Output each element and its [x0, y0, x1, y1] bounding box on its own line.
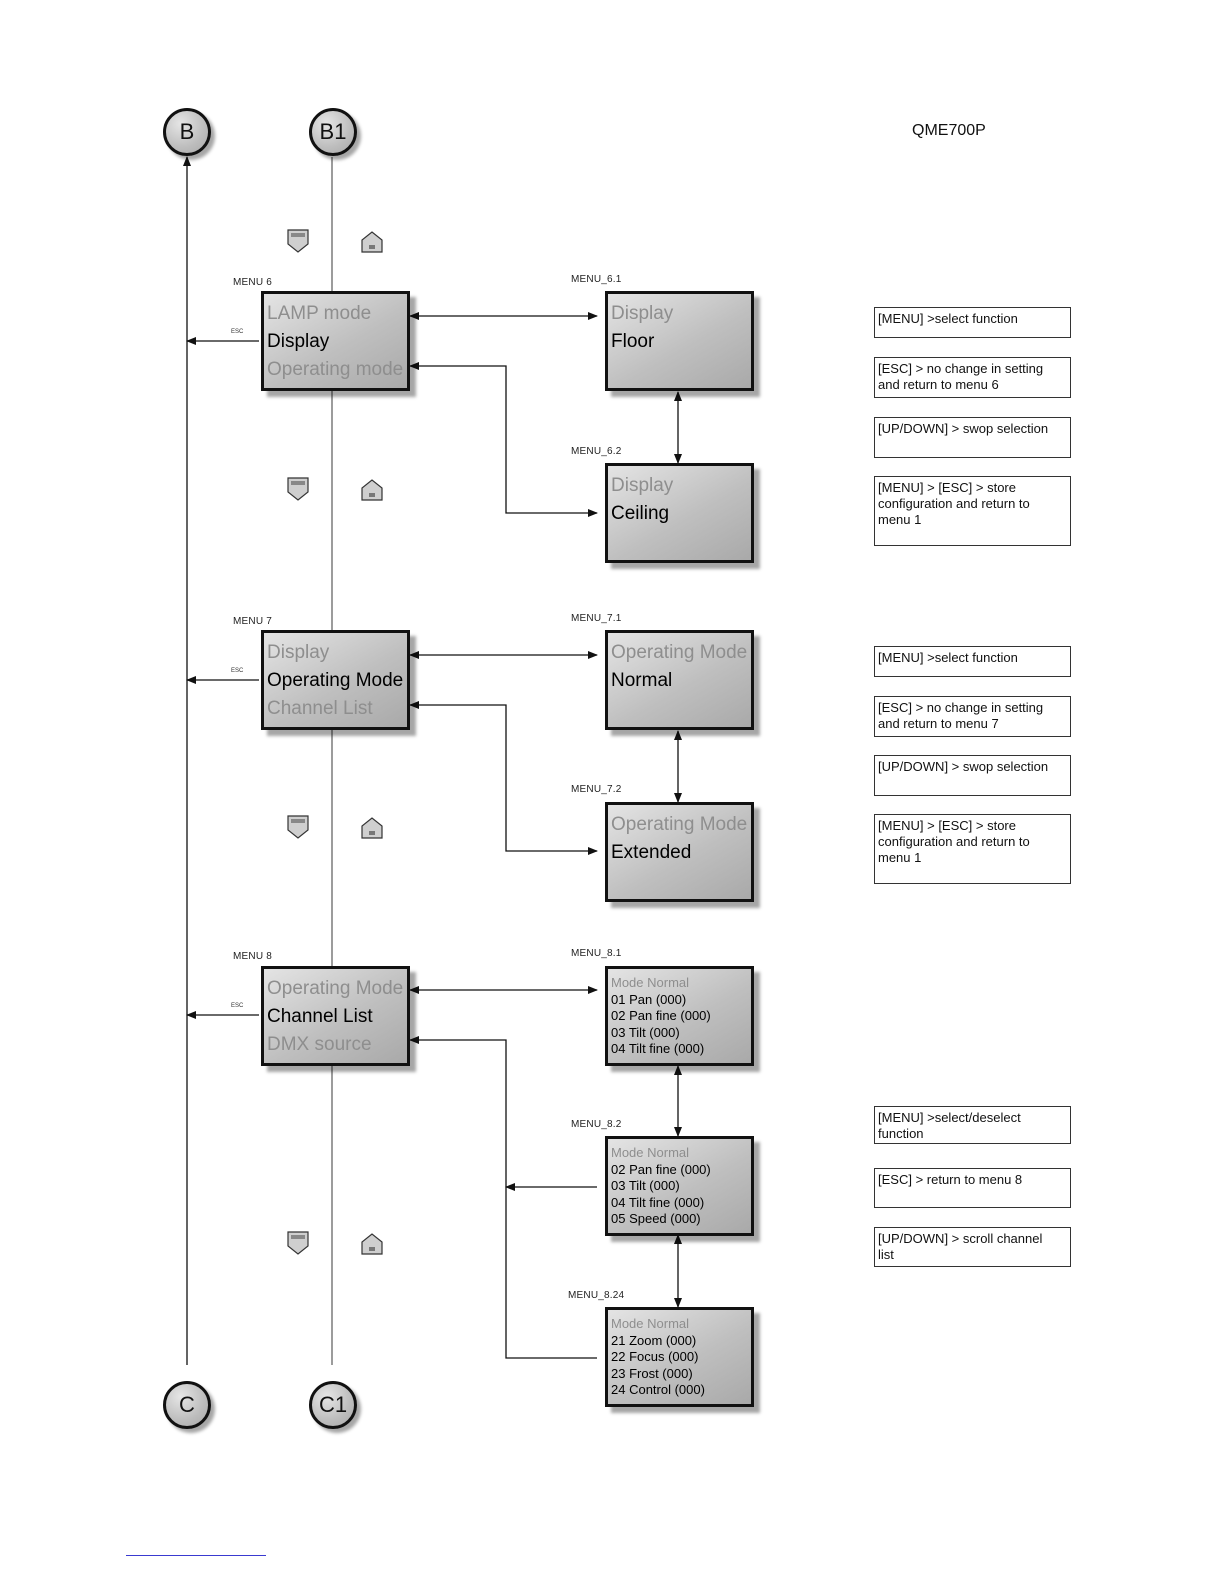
note-box: [MENU] > [ESC] > store configuration and… [874, 814, 1071, 884]
menu-8-2-label: MENU_8.2 [571, 1119, 622, 1130]
menu-line: Mode Normal [611, 975, 690, 990]
channel-line: 22 Focus (000) [611, 1349, 699, 1364]
channel-line: 24 Control (000) [611, 1382, 705, 1397]
menu-line-selected: Channel List [267, 1006, 373, 1027]
menu-8-1-label: MENU_8.1 [571, 948, 622, 959]
menu-line-selected: Extended [611, 842, 692, 863]
channel-line: 05 Speed (000) [611, 1211, 701, 1226]
channel-line: 03 Tilt (000) [611, 1178, 680, 1193]
menu-line: LAMP mode [267, 303, 372, 324]
model-name: QME700P [912, 122, 986, 139]
up-key-icon [361, 231, 383, 253]
menu-7-2-box: Operating Mode Extended [605, 802, 754, 902]
menu-line: Operating mode [267, 359, 404, 380]
note-box: [ESC] > no change in setting and return … [874, 357, 1071, 398]
up-key-icon [361, 1233, 383, 1255]
menu-line: Operating Mode [267, 978, 404, 999]
menu-7-label: MENU 7 [233, 616, 272, 627]
menu-6-label: MENU 6 [233, 277, 272, 288]
menu-line: Mode Normal [611, 1316, 690, 1331]
menu-line-selected: Display [267, 331, 330, 352]
down-key-icon [287, 1231, 309, 1255]
note-box: [UP/DOWN] > swop selection [874, 417, 1071, 458]
menu-line: Channel List [267, 698, 373, 719]
channel-line: 04 Tilt fine (000) [611, 1041, 705, 1056]
down-key-icon [287, 229, 309, 253]
channel-line: 02 Pan fine (000) [611, 1008, 711, 1023]
down-key-icon [287, 477, 309, 501]
footer-rule [126, 1555, 266, 1556]
menu-7-1-label: MENU_7.1 [571, 613, 622, 624]
up-key-icon [361, 817, 383, 839]
menu-8-2-box: Mode Normal 02 Pan fine (000) 03 Tilt (0… [605, 1136, 754, 1236]
node-c1: C1 [309, 1381, 357, 1429]
esc-label: ESC [231, 329, 244, 335]
menu-8-box: Operating Mode Channel List DMX source [261, 966, 410, 1066]
menu-8-1-box: Mode Normal 01 Pan (000) 02 Pan fine (00… [605, 966, 754, 1066]
menu-6-2-label: MENU_6.2 [571, 446, 622, 457]
down-key-icon [287, 815, 309, 839]
channel-line: 23 Frost (000) [611, 1365, 693, 1381]
menu-7-box: Display Operating Mode Channel List [261, 630, 410, 730]
menu-7-1-box: Operating Mode Normal [605, 630, 754, 730]
menu-line: DMX source [267, 1034, 372, 1055]
menu-6-1-box: Display Floor [605, 291, 754, 391]
note-box: [UP/DOWN] > swop selection [874, 755, 1071, 796]
menu-line: Mode Normal [611, 1145, 690, 1160]
menu-7-2-label: MENU_7.2 [571, 784, 622, 795]
note-box: [MENU] >select function [874, 646, 1071, 677]
menu-line-selected: Operating Mode [267, 670, 404, 691]
menu-line-selected: Floor [611, 331, 655, 352]
menu-8-label: MENU 8 [233, 951, 272, 962]
menu-6-2-box: Display Ceiling [605, 463, 754, 563]
channel-line: 01 Pan (000) [611, 991, 687, 1007]
menu-line: Operating Mode [611, 642, 748, 663]
menu-8-24-box: Mode Normal 21 Zoom (000) 22 Focus (000)… [605, 1307, 754, 1407]
channel-line: 21 Zoom (000) [611, 1332, 697, 1348]
note-box: [MENU] >select/deselect function [874, 1106, 1071, 1144]
node-b1: B1 [309, 108, 357, 156]
node-c: C [163, 1381, 211, 1429]
channel-line: 04 Tilt fine (000) [611, 1194, 705, 1210]
menu-line: Display [611, 475, 674, 496]
menu-line: Operating Mode [611, 814, 748, 835]
menu-line-selected: Normal [611, 670, 673, 691]
node-b: B [163, 108, 211, 156]
esc-label: ESC [231, 668, 244, 674]
menu-6-1-label: MENU_6.1 [571, 274, 622, 285]
esc-label: ESC [231, 1003, 244, 1009]
menu-line-selected: Ceiling [611, 503, 670, 524]
channel-line: 02 Pan fine (000) [611, 1161, 711, 1177]
menu-8-24-label: MENU_8.24 [568, 1290, 625, 1301]
note-box: [MENU] > [ESC] > store configuration and… [874, 476, 1071, 546]
channel-line: 03 Tilt (000) [611, 1024, 680, 1040]
note-box: [ESC] > return to menu 8 [874, 1168, 1071, 1208]
note-box: [MENU] >select function [874, 307, 1071, 338]
up-key-icon [361, 479, 383, 501]
menu-line: Display [611, 303, 674, 324]
menu-line: Display [267, 642, 330, 663]
menu-6-box: LAMP mode Display Operating mode [261, 291, 410, 391]
note-box: [ESC] > no change in setting and return … [874, 696, 1071, 737]
note-box: [UP/DOWN] > scroll channel list [874, 1227, 1071, 1267]
